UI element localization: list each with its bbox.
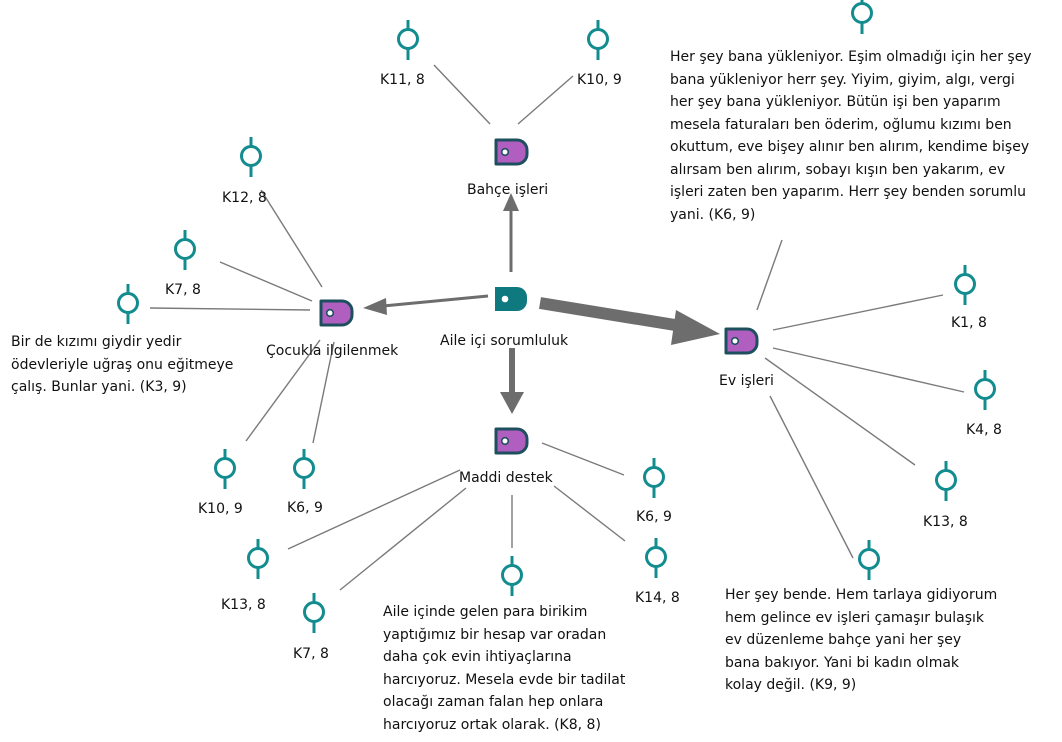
line-cocuk-quote: [149, 307, 311, 311]
line-ev-k1: [772, 294, 944, 331]
ev-label: Ev işleri: [719, 373, 774, 389]
ref-k4: K4, 8: [966, 422, 1002, 438]
cocuk-label: Çocukla ilgilenmek: [266, 343, 399, 359]
line-ev-k4: [772, 347, 965, 393]
line-maddi-k6: [541, 442, 625, 476]
quote-cocuk: Bir de kızımı giydir yedir ödevleriyle u…: [11, 334, 234, 395]
cocuk-code-icon[interactable]: [319, 299, 354, 327]
line-bahce-k11: [433, 64, 491, 125]
line-maddi-k7: [339, 487, 467, 591]
ref-k10-cocuk: K10, 9: [198, 501, 243, 517]
quote-ev-bottom: Her şey bende. Hem tarlaya gidiyorum hem…: [725, 587, 998, 693]
k9-pin-icon[interactable]: [858, 538, 880, 582]
k11-pin-icon[interactable]: [397, 18, 419, 62]
arrow-to-cocuk: [363, 294, 489, 315]
line-maddi-k13: [287, 469, 461, 550]
k12-pin-icon[interactable]: [240, 135, 262, 179]
k10-pin-icon[interactable]: [587, 18, 609, 62]
line-cocuk-k7: [219, 261, 313, 302]
k8-pin-icon[interactable]: [501, 554, 523, 598]
k13-pin-icon-right[interactable]: [935, 459, 957, 503]
k7-pin-icon-bottom[interactable]: [303, 591, 325, 635]
ref-k11: K11, 8: [380, 72, 425, 88]
ref-k7-cocuk: K7, 8: [165, 282, 201, 298]
arrow-to-maddi: [500, 348, 524, 414]
arrow-to-bahce: [503, 193, 519, 272]
ref-k13-maddi: K13, 8: [221, 597, 266, 613]
k4-pin-icon[interactable]: [974, 368, 996, 412]
ref-k13-ev: K13, 8: [923, 514, 968, 530]
line-cocuk-k6: [312, 341, 335, 444]
line-cocuk-k10: [245, 339, 321, 442]
line-ev-quote-bottom: [769, 395, 854, 559]
center-label: Aile içi sorumluluk: [440, 333, 569, 349]
line-cocuk-k12: [260, 189, 323, 288]
k7-pin-icon[interactable]: [174, 228, 196, 272]
k10-pin-icon-bottom[interactable]: [214, 447, 236, 491]
k14-pin-icon[interactable]: [645, 536, 667, 580]
maddi-label: Maddi destek: [459, 470, 553, 486]
bahce-label: Bahçe işleri: [467, 182, 549, 198]
ref-k12: K12, 8: [222, 190, 267, 206]
quote-maddi: Aile içinde gelen para birikim yaptığımı…: [383, 604, 626, 733]
ref-k1: K1, 8: [951, 315, 987, 331]
ref-k6-maddi: K6, 9: [636, 509, 672, 525]
arrow-to-ev: [539, 297, 720, 345]
ref-k6-cocuk: K6, 9: [287, 500, 323, 516]
arrows: [363, 193, 720, 414]
line-ev-k13: [764, 357, 916, 466]
k3-pin-icon[interactable]: [117, 282, 139, 326]
ref-k14: K14, 8: [635, 590, 680, 606]
ref-k7-maddi: K7, 8: [293, 646, 329, 662]
bahce-code-icon[interactable]: [494, 138, 529, 166]
k13-pin-icon-left[interactable]: [247, 537, 269, 581]
ev-code-icon[interactable]: [724, 327, 759, 355]
connector-lines: [149, 64, 965, 591]
ev-top-pin-icon[interactable]: [851, 0, 873, 36]
line-bahce-k10: [517, 75, 574, 125]
ref-k10-bahce: K10, 9: [577, 72, 622, 88]
k6-pin-icon-right[interactable]: [643, 456, 665, 500]
k1-pin-icon[interactable]: [954, 263, 976, 307]
quote-ev-top: Her şey bana yükleniyor. Eşim olmadığı i…: [670, 49, 1032, 223]
center-code-icon[interactable]: [495, 287, 527, 311]
k6-pin-icon-left[interactable]: [293, 447, 315, 491]
maddi-code-icon[interactable]: [494, 427, 529, 455]
line-maddi-k14: [553, 485, 626, 542]
line-ev-quote-top: [756, 239, 783, 311]
